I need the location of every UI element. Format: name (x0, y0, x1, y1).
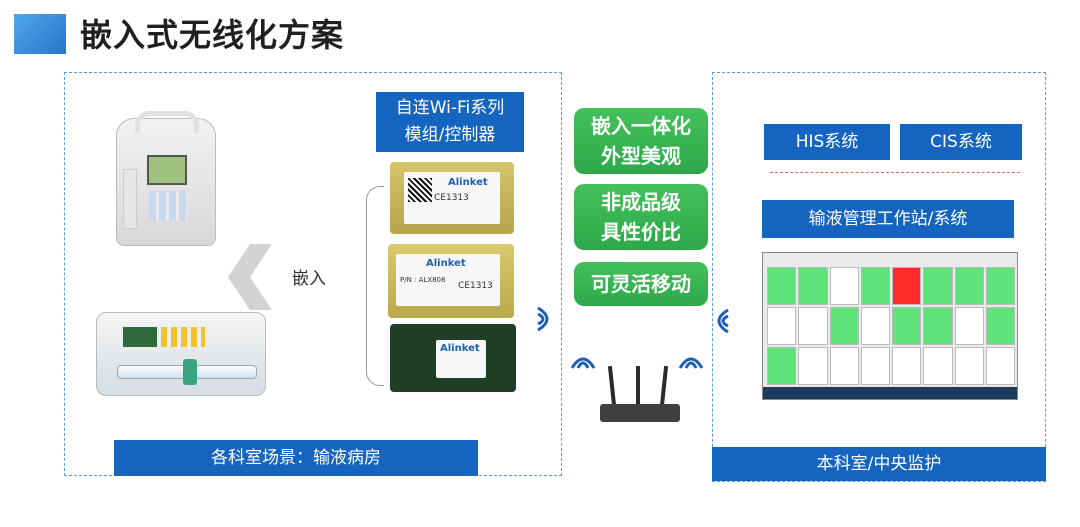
qr-code-icon (408, 178, 432, 202)
wifi-module-title-line2: 模组/控制器 (404, 125, 496, 145)
right-monitor-caption: 本科室/中央监护 (712, 447, 1046, 481)
wifi-module-2: Alinket P/N : ALX808 CE1313 (388, 244, 514, 318)
monitor-software-screenshot (762, 252, 1018, 400)
module-brand: Alinket (440, 343, 480, 354)
infusion-system-label: 输液管理工作站/系统 (762, 200, 1014, 238)
module-cert: CE1313 (434, 193, 469, 203)
module-bracket (366, 186, 384, 386)
wifi-signal-icon (570, 357, 596, 369)
syringe-pump-image (96, 312, 266, 396)
embed-label: 嵌入 (292, 269, 326, 289)
feature-pill-integrated-line2: 外型美观 (601, 144, 681, 168)
feature-pill-mobile: 可灵活移动 (574, 262, 708, 306)
infusion-pump-image (116, 111, 216, 246)
right-monitor-box (712, 72, 1046, 482)
title-accent-bar (14, 14, 66, 54)
left-scene-caption: 各科室场景：输液病房 (114, 440, 478, 476)
module-brand: Alinket (448, 177, 488, 188)
wifi-signal-icon (537, 306, 549, 332)
system-divider (770, 172, 1020, 173)
page-title: 嵌入式无线化方案 (80, 16, 345, 54)
feature-pill-integrated: 嵌入一体化 外型美观 (574, 108, 708, 174)
wifi-module-3: Alinket (390, 324, 516, 392)
module-brand: Alinket (426, 258, 466, 269)
cis-system-label: CIS系统 (900, 124, 1022, 160)
feature-pill-cost-line2: 具性价比 (601, 220, 681, 244)
his-system-label: HIS系统 (764, 124, 890, 160)
feature-pill-cost-line1: 非成品级 (601, 190, 681, 214)
feature-pill-integrated-line1: 嵌入一体化 (591, 114, 691, 138)
module-cert: CE1313 (458, 281, 493, 291)
wireless-router-image (596, 360, 682, 426)
wifi-module-1: Alinket CE1313 (390, 162, 514, 234)
chevron-left-icon (228, 244, 272, 310)
wifi-signal-icon (717, 308, 729, 334)
wifi-signal-icon (678, 357, 704, 369)
module-pn: P/N : ALX808 (400, 276, 446, 284)
wifi-module-title: 自连Wi-Fi系列 模组/控制器 (376, 92, 524, 152)
wifi-module-title-line1: 自连Wi-Fi系列 (395, 98, 505, 118)
feature-pill-cost: 非成品级 具性价比 (574, 184, 708, 250)
